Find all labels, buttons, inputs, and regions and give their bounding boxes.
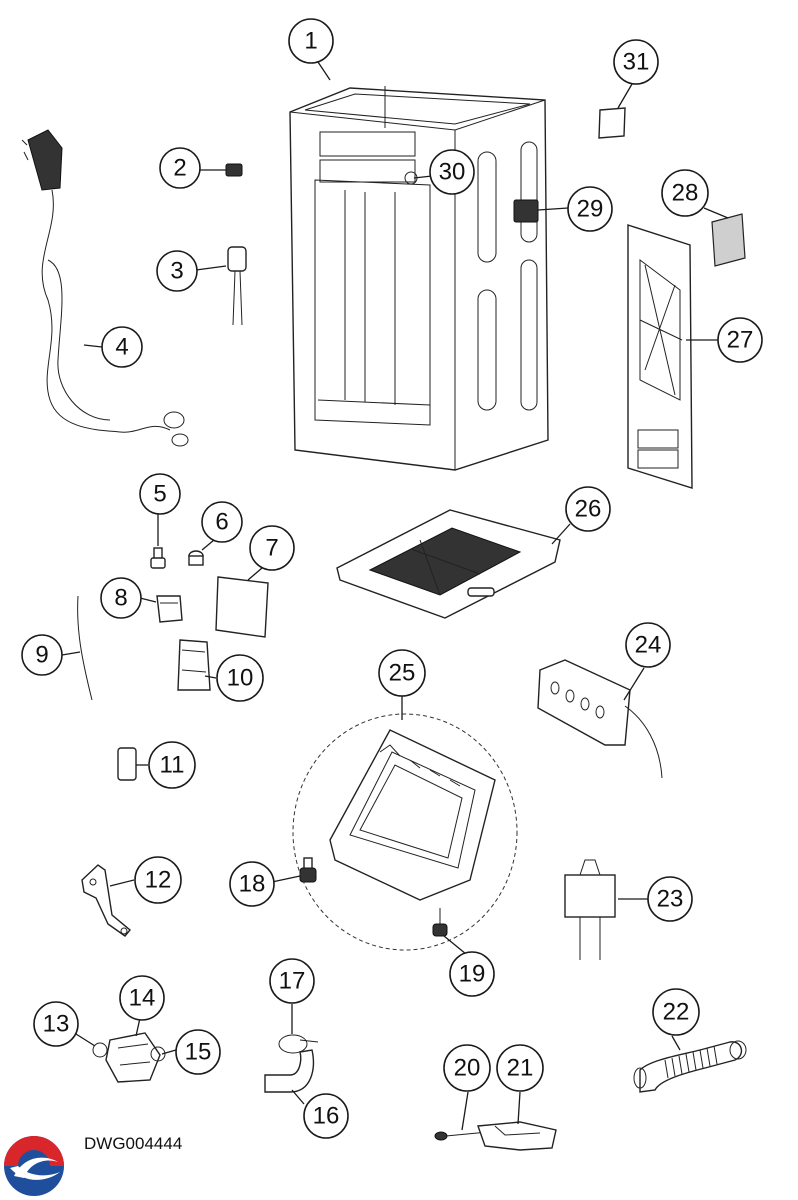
callout-5: 5: [139, 473, 181, 515]
part-valve-assembly: [92, 1032, 166, 1083]
callout-10: 10: [216, 654, 264, 702]
callout-14: 14: [119, 975, 165, 1021]
svg-text:17: 17: [279, 968, 306, 995]
callout-12: 12: [134, 856, 182, 904]
part-cabinet: [289, 86, 549, 471]
part-control-board: [537, 659, 663, 779]
svg-text:4: 4: [115, 334, 128, 361]
svg-text:14: 14: [129, 985, 156, 1012]
svg-text:8: 8: [114, 585, 127, 612]
svg-text:27: 27: [727, 327, 754, 354]
svg-text:18: 18: [239, 871, 266, 898]
callout-2: 2: [159, 147, 201, 189]
callout-13: 13: [33, 1001, 79, 1047]
part-clip: [225, 163, 243, 177]
part-bracket: [81, 864, 131, 937]
callout-3: 3: [156, 250, 198, 292]
svg-text:23: 23: [657, 886, 684, 913]
part-foot-18: [299, 857, 317, 883]
svg-text:20: 20: [454, 1055, 481, 1082]
svg-text:3: 3: [170, 258, 183, 285]
part-back-panel: [627, 224, 693, 489]
part-nut: [188, 550, 204, 566]
svg-text:13: 13: [43, 1011, 70, 1038]
callout-22: 22: [652, 988, 700, 1036]
part-capacitor: [564, 859, 616, 960]
part-hose-clamp: [278, 1034, 319, 1054]
callout-25: 25: [378, 649, 426, 697]
callout-31: 31: [613, 39, 659, 85]
callout-30: 30: [429, 149, 475, 195]
svg-text:1: 1: [304, 28, 317, 55]
callout-20: 20: [443, 1044, 491, 1092]
callout-18: 18: [229, 861, 275, 907]
callout-21: 21: [496, 1044, 544, 1092]
callout-11: 11: [148, 741, 196, 789]
svg-text:11: 11: [160, 752, 185, 779]
svg-text:16: 16: [313, 1103, 340, 1130]
svg-text:22: 22: [663, 999, 690, 1026]
svg-text:29: 29: [577, 196, 604, 223]
callout-7: 7: [249, 525, 295, 571]
part-base-frame: [292, 713, 518, 951]
callout-9: 9: [21, 634, 63, 676]
drawing-code: DWG004444: [84, 1134, 183, 1153]
part-handle-insert: [513, 199, 539, 223]
callout-15: 15: [175, 1029, 221, 1075]
svg-text:30: 30: [439, 159, 466, 186]
svg-text:24: 24: [635, 632, 662, 659]
leader-lines: [61, 61, 729, 1131]
svg-text:12: 12: [145, 867, 172, 894]
part-sensor: [227, 246, 247, 326]
part-manual: [215, 576, 269, 638]
part-bag-large: [177, 639, 211, 691]
callout-16: 16: [303, 1093, 349, 1139]
callout-6: 6: [201, 501, 243, 543]
svg-text:7: 7: [265, 535, 278, 562]
part-drain-hose: [633, 1040, 747, 1093]
svg-text:31: 31: [623, 49, 650, 76]
part-bag-small: [156, 595, 183, 623]
svg-text:21: 21: [507, 1055, 534, 1082]
part-foam-pad: [711, 213, 746, 267]
callout-28: 28: [661, 169, 709, 217]
svg-text:15: 15: [185, 1039, 212, 1066]
callout-8: 8: [100, 577, 142, 619]
svg-text:19: 19: [459, 961, 486, 988]
part-pad: [598, 107, 626, 139]
part-power-cord: [21, 129, 189, 447]
svg-text:26: 26: [575, 496, 602, 523]
part-filter-holder: [477, 1121, 557, 1151]
svg-text:2: 2: [173, 155, 186, 182]
callout-1: 1: [288, 18, 334, 64]
brand-logo: [4, 1136, 64, 1196]
callout-17: 17: [269, 958, 315, 1004]
svg-text:10: 10: [227, 665, 254, 692]
svg-text:6: 6: [215, 509, 228, 536]
part-filter-tray: [336, 509, 561, 619]
part-foot-19: [432, 908, 448, 937]
svg-text:9: 9: [35, 642, 48, 669]
callout-29: 29: [567, 186, 613, 232]
callout-23: 23: [647, 876, 693, 922]
svg-text:5: 5: [153, 481, 166, 508]
part-label: [117, 747, 137, 781]
callout-26: 26: [565, 486, 611, 532]
part-wire: [77, 595, 93, 701]
callout-24: 24: [625, 622, 671, 668]
part-hose-elbow: [264, 1049, 315, 1093]
callout-27: 27: [717, 317, 763, 363]
callout-19: 19: [449, 951, 495, 997]
part-screw: [150, 547, 166, 569]
svg-text:25: 25: [389, 660, 416, 687]
callout-4: 4: [101, 326, 143, 368]
svg-text:28: 28: [672, 180, 699, 207]
